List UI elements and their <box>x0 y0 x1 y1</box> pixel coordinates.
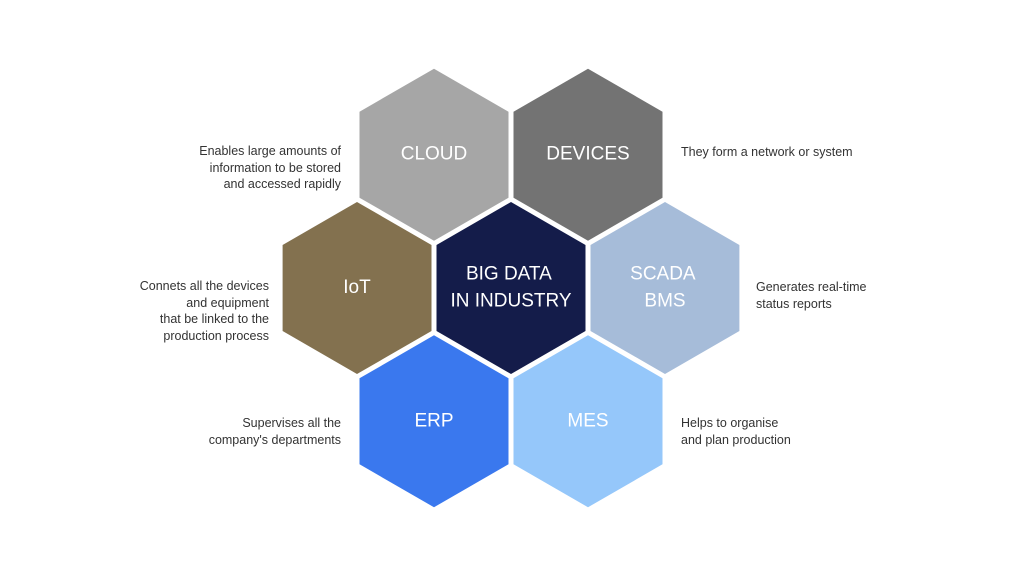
hex-devices-label: DEVICES <box>546 144 629 165</box>
hex-center-label-line-1: BIG DATA <box>466 264 552 285</box>
hex-scada-shape <box>590 202 740 374</box>
hex-erp-shape <box>359 335 509 508</box>
desc-iot-line-3: that be linked to the <box>159 312 269 326</box>
desc-devices-line-1: They form a network or system <box>681 145 853 159</box>
desc-iot: Connets all the devices and equipment th… <box>140 278 269 344</box>
desc-cloud-line-1: Enables large amounts of <box>199 144 341 158</box>
desc-scada-line-2: status reports <box>756 296 832 311</box>
hex-mes-label: MES <box>567 410 608 431</box>
hex-mes-shape <box>513 335 663 508</box>
hex-scada-label-line-1: SCADA <box>630 264 696 285</box>
hex-devices-shape <box>513 68 663 241</box>
desc-mes: Helps to organise and plan production <box>681 415 791 448</box>
hex-devices: DEVICES <box>513 68 663 241</box>
hex-center-shape <box>436 202 586 374</box>
desc-iot-line-2: and equipment <box>186 295 269 310</box>
desc-iot-line-4: production process <box>163 328 269 343</box>
desc-erp-line-2: company's departments <box>208 432 341 447</box>
hex-center-label: BIG DATA IN INDUSTRY <box>450 264 571 312</box>
desc-devices: They form a network or system <box>681 144 853 161</box>
desc-scada: Generates real-time status reports <box>756 279 866 312</box>
hex-erp: ERP <box>359 335 509 508</box>
hex-cloud-shape <box>359 68 509 241</box>
hex-mes-label-line: MES <box>567 410 608 431</box>
desc-cloud-line-3: and accessed rapidly <box>223 177 341 191</box>
hex-scada-label: SCADA BMS <box>630 264 700 312</box>
hex-iot: IoT <box>282 202 432 374</box>
hex-scada-label-line-2: BMS <box>644 291 685 312</box>
desc-mes-line-1: Helps to organise <box>681 416 779 430</box>
hex-center-label-line-2: IN INDUSTRY <box>450 291 571 312</box>
hex-iot-shape <box>282 202 432 374</box>
desc-cloud-line-2: information to be stored <box>209 160 341 175</box>
hex-iot-label: IoT <box>343 277 371 298</box>
hex-cloud-label: CLOUD <box>401 144 468 165</box>
desc-erp-line-1: Supervises all the <box>242 416 341 430</box>
hex-iot-label-line: IoT <box>343 277 371 298</box>
hex-mes: MES <box>513 335 663 508</box>
hex-cloud-label-line: CLOUD <box>401 144 468 165</box>
hex-scada: SCADA BMS <box>590 202 740 374</box>
hex-cloud: CLOUD <box>359 68 509 241</box>
desc-erp: Supervises all the company's departments <box>209 415 341 448</box>
hex-erp-label-line: ERP <box>414 410 453 431</box>
desc-iot-line-1: Connets all the devices <box>139 279 269 293</box>
hex-center: BIG DATA IN INDUSTRY <box>436 202 586 374</box>
desc-scada-line-1: Generates real-time <box>756 280 867 294</box>
desc-mes-line-2: and plan production <box>681 432 791 447</box>
hex-devices-label-line: DEVICES <box>546 144 629 165</box>
hex-erp-label: ERP <box>414 410 453 431</box>
desc-cloud: Enables large amounts of information to … <box>199 143 341 193</box>
